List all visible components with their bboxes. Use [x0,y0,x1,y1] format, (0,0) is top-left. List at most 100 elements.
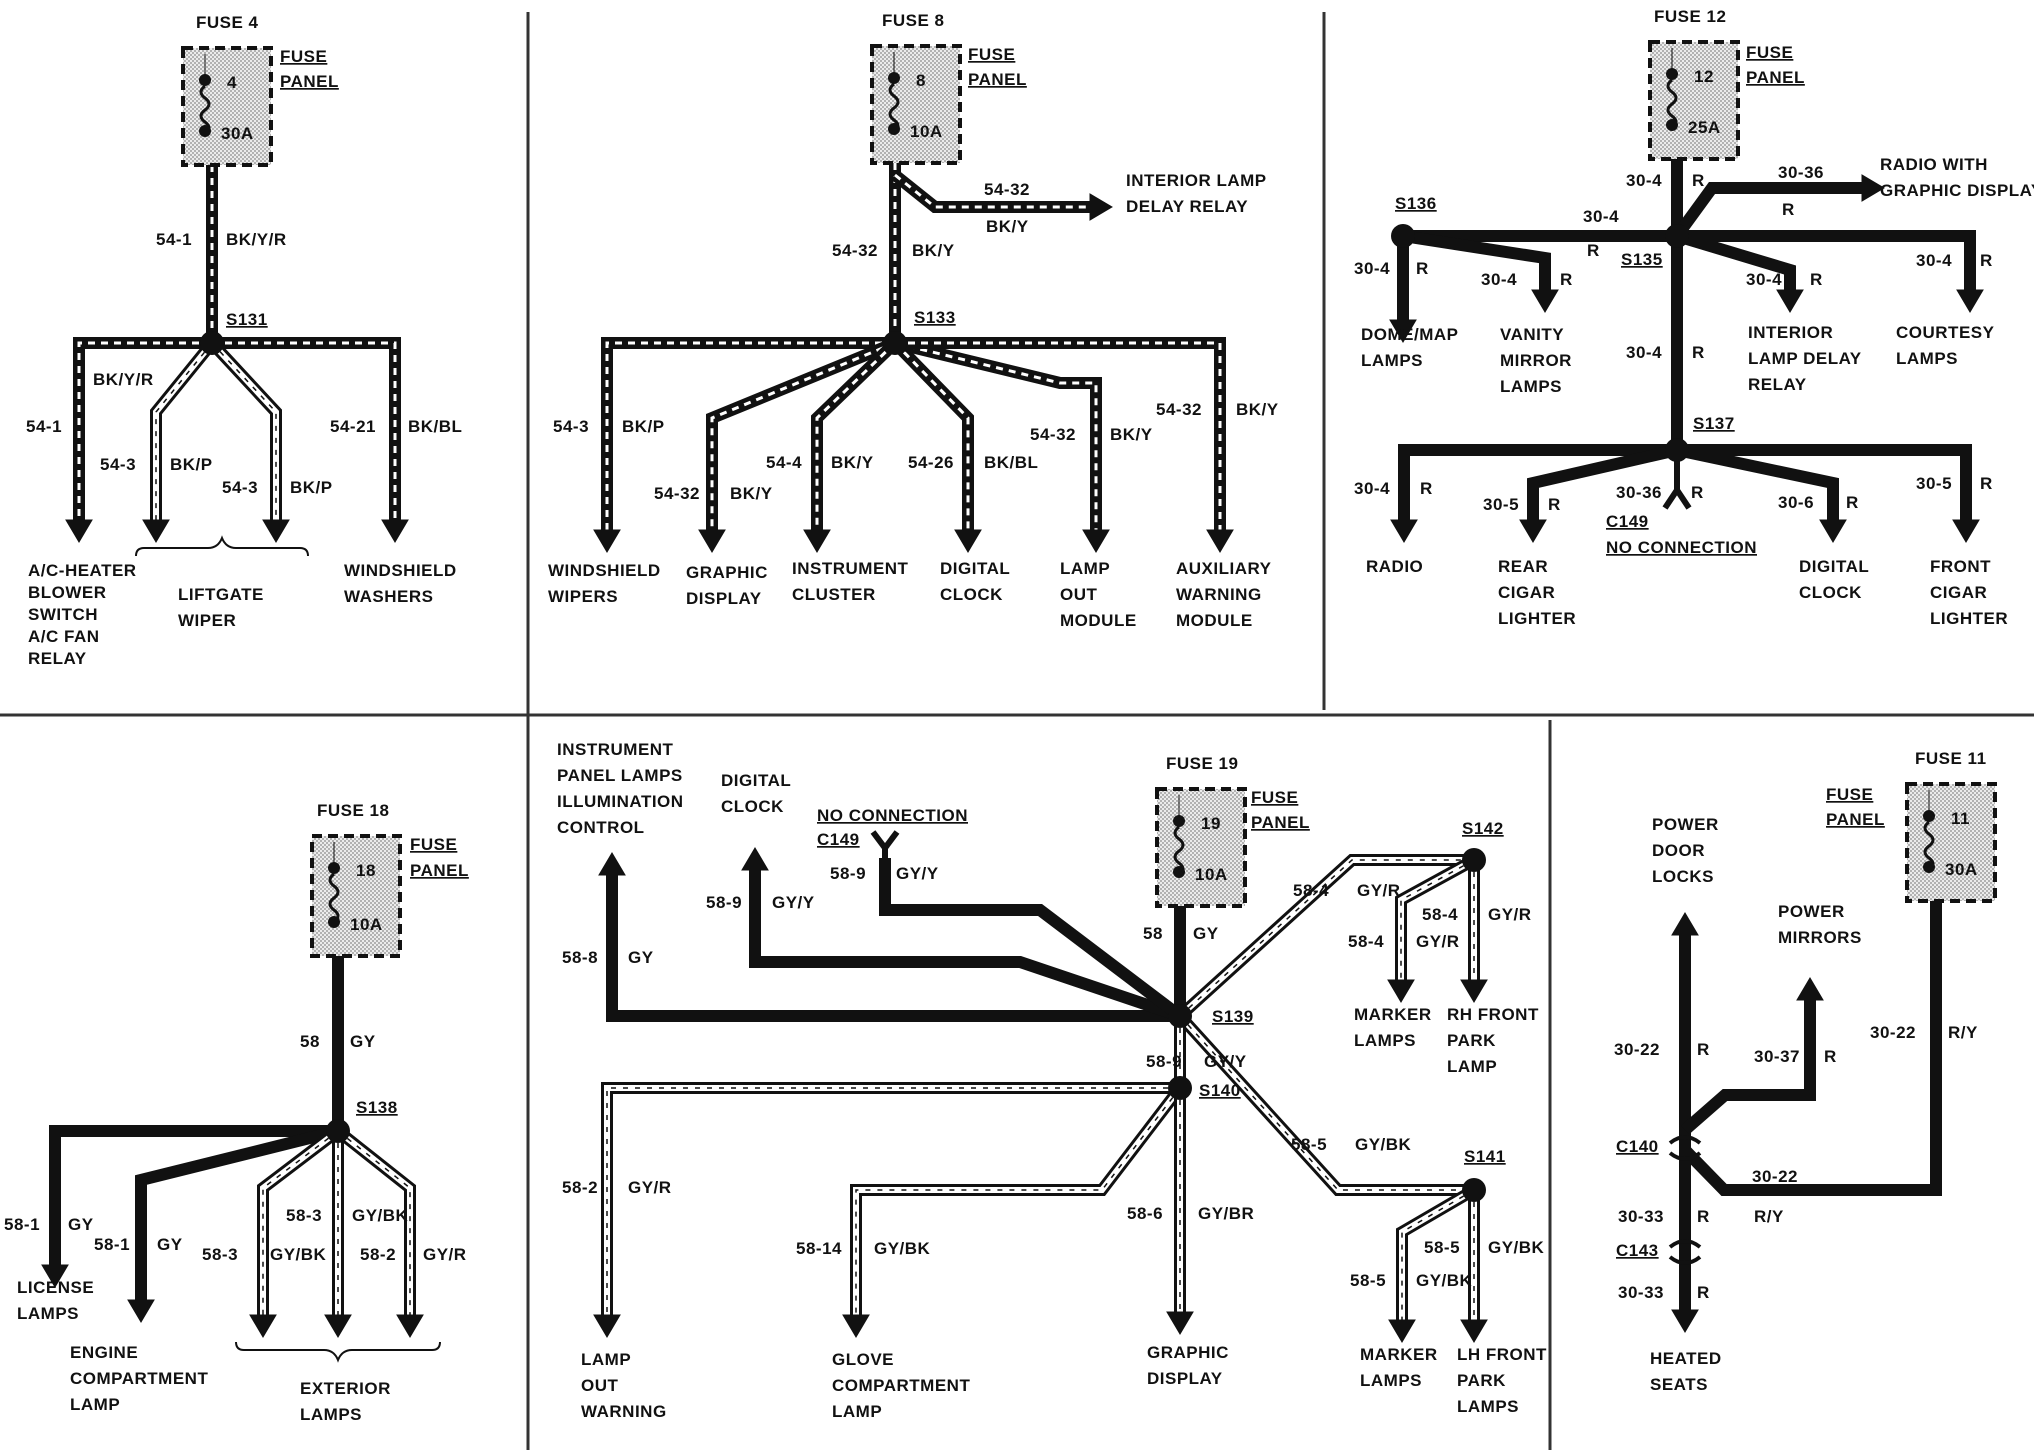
load-windshield-wipers-line-2: WIPERS [548,587,618,606]
lbl-58-feed: 58 [300,1032,320,1051]
load-rear-cigar-lighter-line-3: LIGHTER [1498,609,1576,628]
wire-30-5-front [1677,444,1972,520]
brace-exterior-lamps [235,1341,441,1363]
lbl-54-32-lamp-out: 54-32 [1030,425,1076,444]
lbl-30-4-vanity: 30-4 [1481,270,1517,289]
wire-54-32-lamp-out-arrowhead [1082,529,1110,553]
fuse11-label-panel: PANEL [1826,810,1885,829]
load-glove-compartment-lamp-line-2: COMPARTMENT [832,1376,970,1395]
load-rh-front-park-lamp-line-2: PARK [1447,1031,1496,1050]
wire-58-1-license [49,1125,338,1265]
lbl-ry-c140: R/Y [1754,1207,1784,1226]
wire-30-4-courtesy-arrowhead [1956,289,1984,313]
fuse12-label-fuse: FUSE [1746,43,1793,62]
lbl-30-4-courtesy: 30-4 [1916,251,1952,270]
load-ac-heater-blower-line-3: SWITCH [28,605,98,624]
wire-30-5-rear [1527,444,1679,520]
fuse8-box [870,44,962,165]
fuse8-title: FUSE 8 [882,11,945,30]
lbl-30-6: 30-6 [1778,493,1814,512]
lbl-54-26: 54-26 [908,453,954,472]
wire-58-5-tracer [1179,1015,1474,1191]
lbl-ry-fuse: R/Y [1948,1023,1978,1042]
lbl-r-vanity: R [1560,270,1573,289]
fuse12-label-panel: PANEL [1746,68,1805,87]
wire-54-4-tracer [815,341,897,530]
load-exterior-lamps-line-1: EXTERIOR [300,1379,391,1398]
lbl-30-4-radio: 30-4 [1354,479,1390,498]
lbl-bkp-b: BK/P [290,478,333,497]
fuse11-amps: 30A [1945,860,1978,879]
panel-dividers [0,12,2034,1450]
connector-c149-text: NO CONNECTION [1606,538,1757,557]
lbl-54-32-aux: 54-32 [1156,400,1202,419]
wire-58-6-arrowhead [1166,1311,1194,1335]
wire-58-9-c149 [879,858,1184,1021]
load-windshield-washers-line-2: WASHERS [344,587,433,606]
lbl-30-4-dome: 30-4 [1354,259,1390,278]
wire-58-2-core [336,1128,413,1315]
fuse18-label-fuse: FUSE [410,835,457,854]
load-glove-compartment-lamp-line-1: GLOVE [832,1350,894,1369]
fuse12-number: 12 [1694,67,1714,86]
lbl-54-4: 54-4 [766,453,802,472]
wire-54-3-a-tracer [155,342,213,520]
fuse19-label-fuse: FUSE [1251,788,1298,807]
lbl-58-5-lh: 58-5 [1424,1238,1460,1257]
wire-54-21-tracer [212,341,397,520]
lbl-30-4-trunk: 30-4 [1626,343,1662,362]
wire-54-3-a [150,339,217,520]
lbl-30-33-seats: 30-33 [1618,1283,1664,1302]
lbl-bky-feed: BK/Y [912,241,955,260]
load-auxiliary-warning-module-line-2: WARNING [1176,585,1262,604]
wire-54-32-graphic-tracer [710,341,896,530]
wire-30-4-interior [1675,230,1796,290]
lbl-gybk-58-14: GY/BK [874,1239,931,1258]
wire-30-36-radio-graphic-arrowhead [1861,174,1885,202]
splice-s135-label: S135 [1621,250,1663,269]
splice-s135 [1665,224,1689,248]
lbl-gyy-clock: GY/Y [772,893,815,912]
components [135,40,1997,1363]
lbl-r-seats: R [1697,1283,1710,1302]
splice-s133 [883,331,907,355]
splice-s138 [326,1119,350,1143]
wire-58-5-core [1177,1013,1474,1193]
load-interior-lamp-delay-relay-line-2: DELAY RELAY [1126,197,1248,216]
lbl-54-21: 54-21 [330,417,376,436]
lbl-54-32-graphic: 54-32 [654,484,700,503]
load-radio-with-graphic-display-line-1: RADIO WITH [1880,155,1988,174]
load-auxiliary-warning-module-line-3: MODULE [1176,611,1253,630]
load-engine-compartment-lamp-line-3: LAMP [70,1395,120,1414]
load-exterior-lamps-line-2: LAMPS [300,1405,362,1424]
wire-54-32-aux-arrowhead [1206,529,1234,553]
lbl-bky-aux: BK/Y [1236,400,1279,419]
splice-s138-label: S138 [356,1098,398,1117]
load-ac-heater-blower-line-4: A/C FAN [28,627,100,646]
load-digital-clock-line-1: DIGITAL [1799,557,1869,576]
fuse4-number: 4 [227,73,237,92]
fuse4-label-fuse: FUSE [280,47,327,66]
wire-58-2-core [604,1085,1180,1315]
load-marker-lamps-lh-line-2: LAMPS [1360,1371,1422,1390]
lbl-gybk-marker: GY/BK [1416,1271,1473,1290]
wire-58-2-arrowhead [593,1314,621,1338]
lbl-gyr: GY/R [423,1245,467,1264]
connector-c149-text-lower: NO CONNECTION [817,806,968,825]
connector-c143-symbol [1668,1239,1702,1265]
load-graphic-display-line-1: GRAPHIC [686,563,768,582]
wire-58-1-engine-arrowhead [127,1299,155,1323]
load-digital-clock-line-2: CLOCK [721,797,784,816]
wire-54-26-arrowhead [954,529,982,553]
load-lh-front-park-lamps-line-3: LAMPS [1457,1397,1519,1416]
load-instrument-panel-lamps-illumination-control-line-4: CONTROL [557,818,645,837]
load-liftgate-wiper-line-2: WIPER [178,611,236,630]
lbl-gyr-marker: GY/R [1416,932,1460,951]
wire-30-5-front-arrowhead [1952,519,1980,543]
wire-54-32-interior-arrowhead [1089,193,1113,221]
load-radio-with-graphic-display-line-2: GRAPHIC DISPLAY [1880,181,2034,200]
lbl-gy-feed: GY [1193,924,1219,943]
lbl-gyr-58-2: GY/R [628,1178,672,1197]
lbl-r-radio-graphic: R [1782,200,1795,219]
load-ac-heater-blower-line-2: BLOWER [28,583,107,602]
